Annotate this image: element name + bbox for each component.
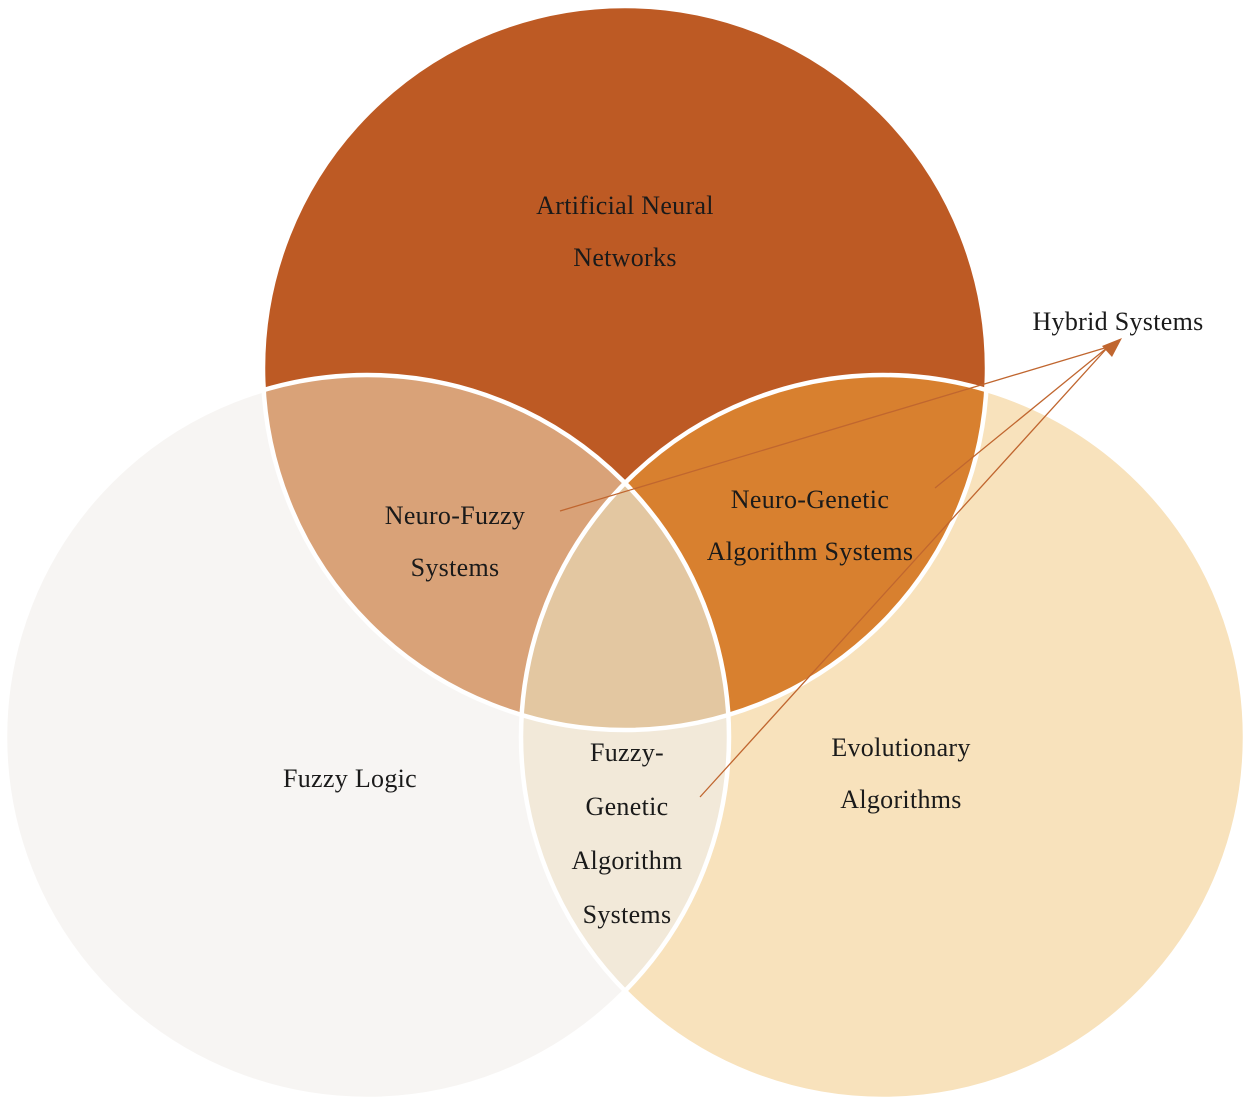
label-neuro-fuzzy-systems: Neuro-Fuzzy Systems xyxy=(385,490,525,594)
arrow-line-neuro-genetic xyxy=(934,346,1109,489)
label-line: Neuro-Genetic xyxy=(730,485,890,514)
label-line: Evolutionary xyxy=(831,733,971,762)
label-line: Networks xyxy=(573,243,677,272)
label-line: Fuzzy- xyxy=(590,738,664,767)
arrowhead-icon xyxy=(1102,338,1122,357)
border-circle-ann xyxy=(260,3,990,733)
label-line: Genetic xyxy=(585,792,669,821)
label-line: Artificial Neural xyxy=(536,191,714,220)
label-fuzzy-genetic-algorithm-systems: Fuzzy- Genetic Algorithm Systems xyxy=(571,726,682,942)
label-neuro-genetic-algorithm-systems: Neuro-Genetic Algorithm Systems xyxy=(707,474,914,578)
arrow-line-neuro-fuzzy xyxy=(559,346,1109,512)
label-line: Algorithms xyxy=(840,785,962,814)
label-line: Hybrid Systems xyxy=(1032,307,1204,336)
label-line: Systems xyxy=(410,553,500,582)
label-line: Neuro-Fuzzy xyxy=(384,501,526,530)
region-neuro-fuzzy xyxy=(263,375,729,730)
label-line: Algorithm xyxy=(571,846,683,875)
border-circle-fuzzy xyxy=(2,372,732,1102)
border-circle-ea xyxy=(518,372,1248,1102)
label-evolutionary-algorithms: Evolutionary Algorithms xyxy=(831,722,970,826)
arrow-line-fuzzy-genetic xyxy=(699,346,1109,798)
label-line: Algorithm Systems xyxy=(706,537,914,566)
label-line: Fuzzy Logic xyxy=(283,764,417,793)
region-neuro-genetic xyxy=(521,375,987,730)
label-line: Systems xyxy=(582,900,672,929)
label-hybrid-systems: Hybrid Systems xyxy=(1032,296,1203,348)
label-artificial-neural-networks: Artificial Neural Networks xyxy=(536,180,714,284)
label-fuzzy-logic: Fuzzy Logic xyxy=(283,753,417,805)
